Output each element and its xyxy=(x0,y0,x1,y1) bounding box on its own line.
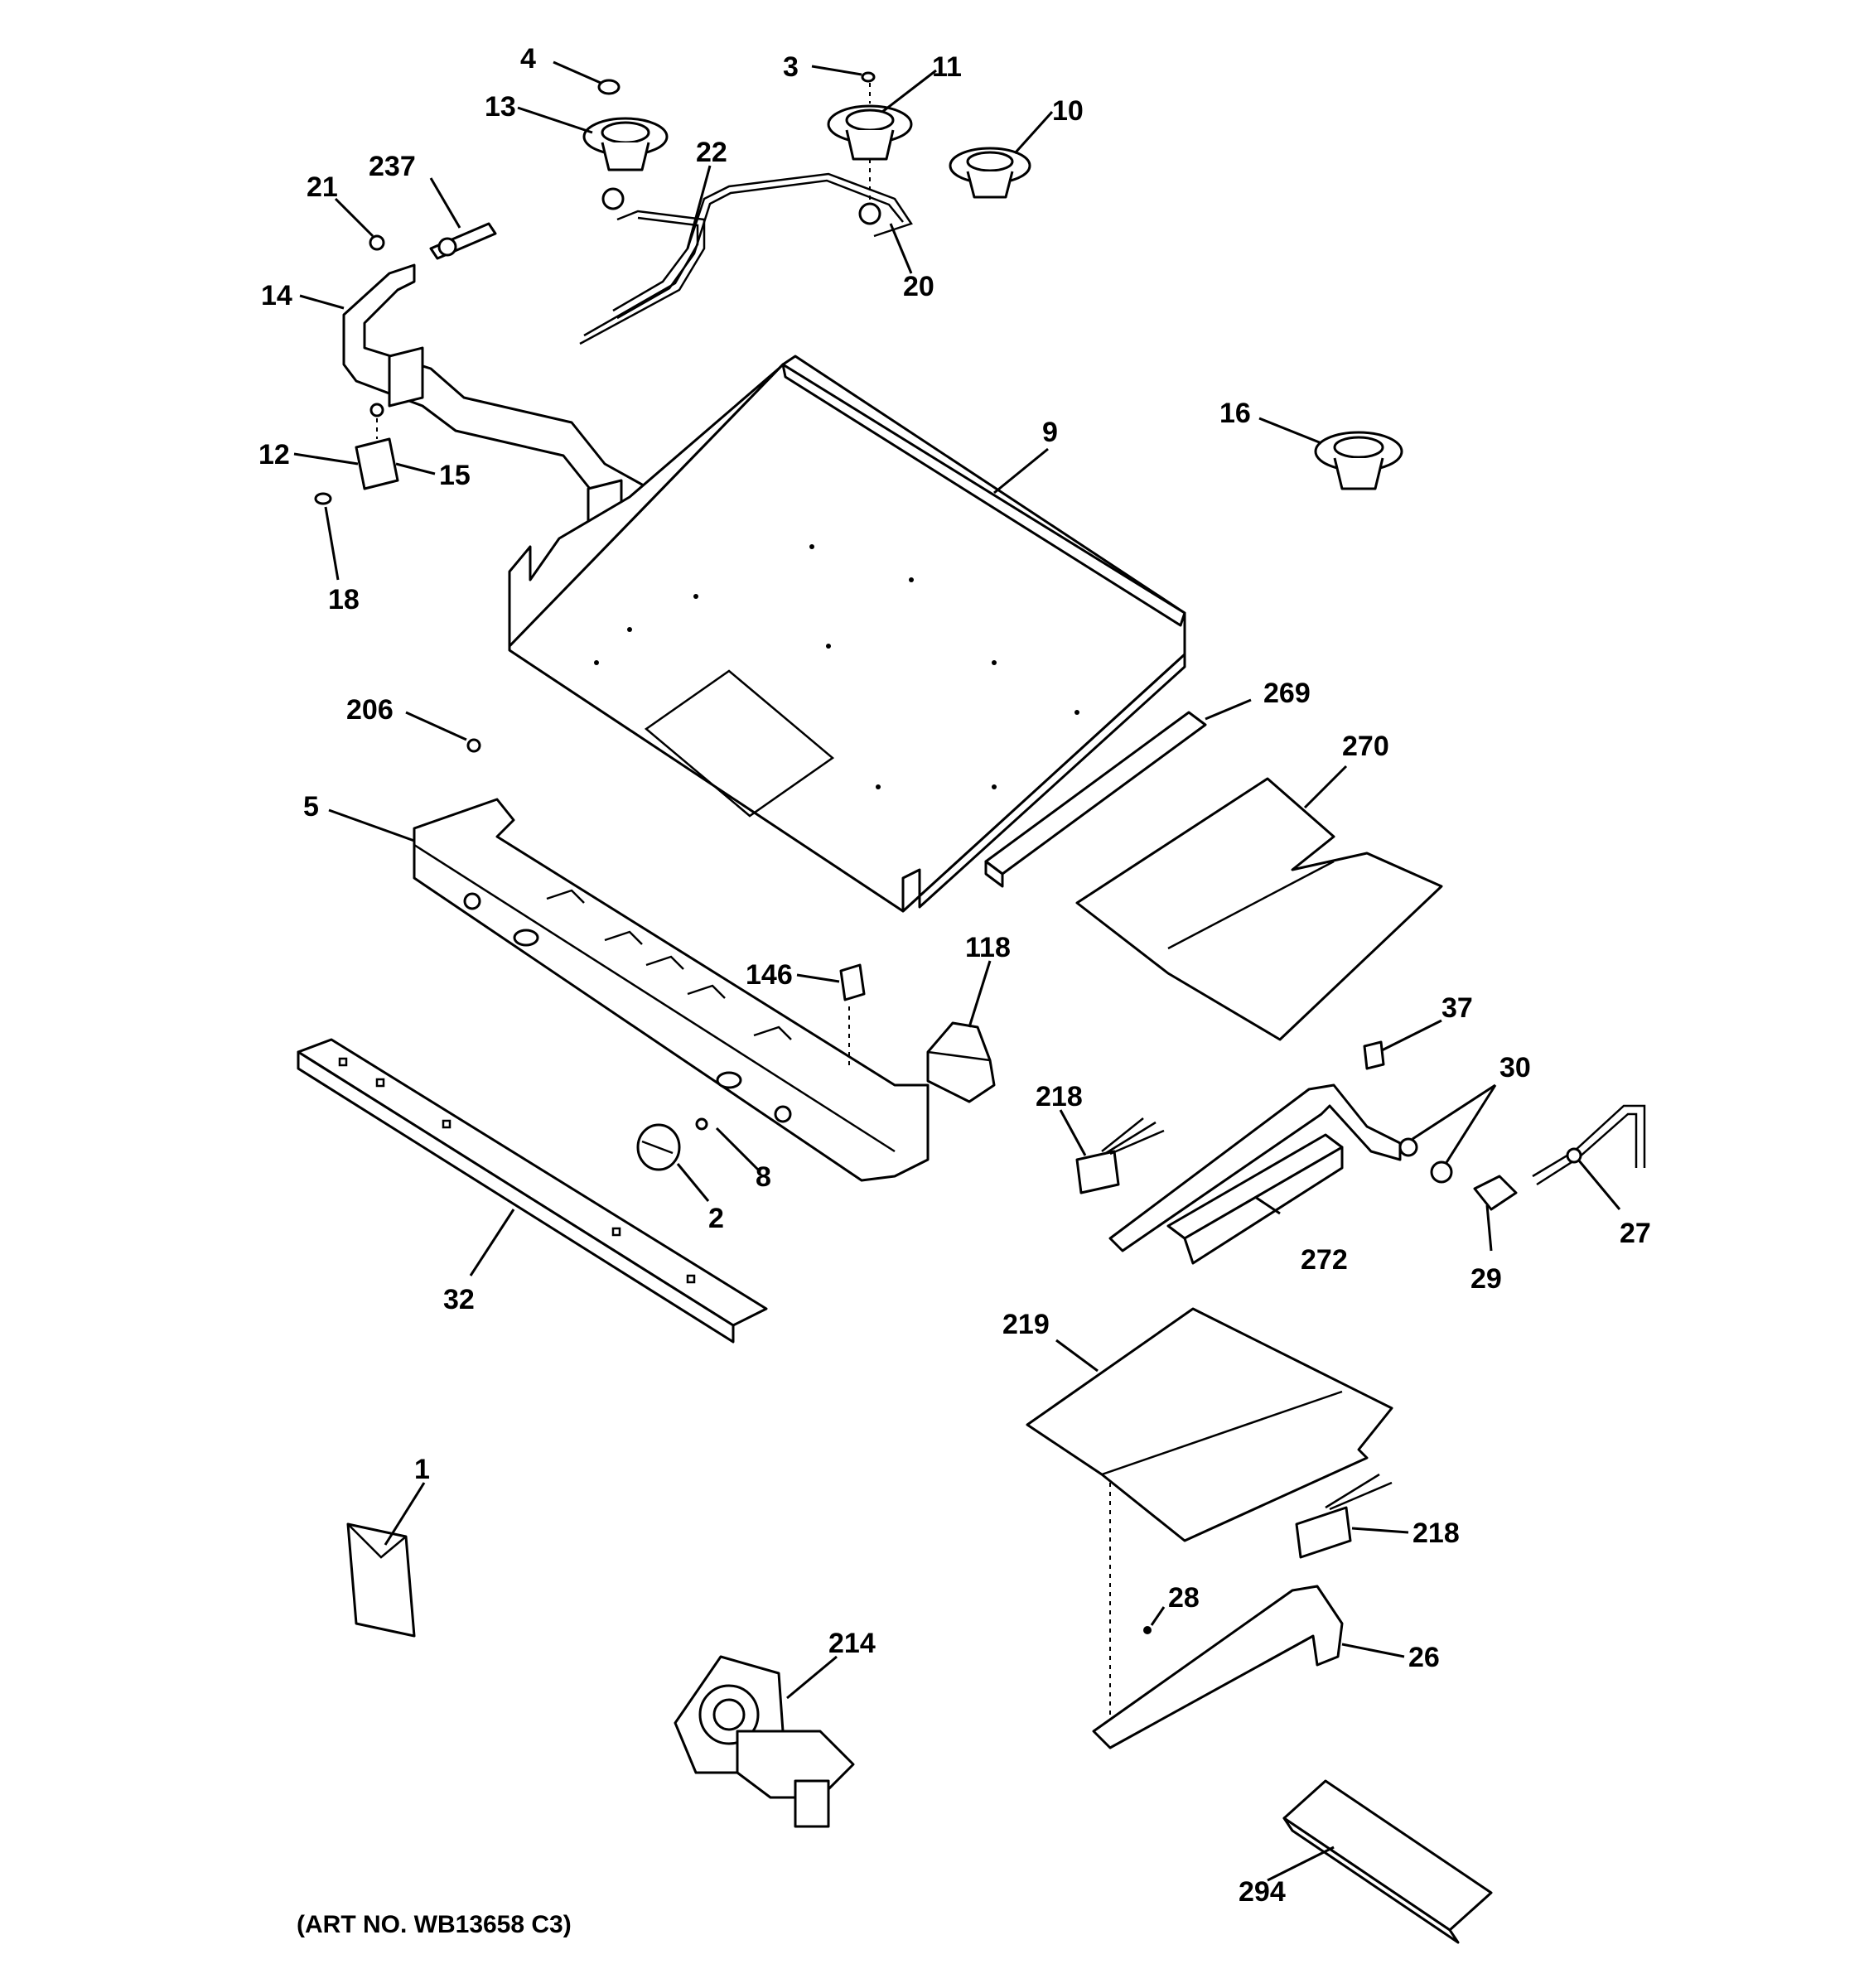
callout-29: 29 xyxy=(1470,1263,1502,1295)
knob-2 xyxy=(636,1123,681,1171)
callout-labels: 4 13 3 11 10 21 237 22 20 14 12 15 18 16… xyxy=(258,43,1651,1938)
callout-12: 12 xyxy=(258,439,290,470)
callout-4: 4 xyxy=(520,43,536,75)
valve-12-15 xyxy=(355,403,399,490)
fitting-237 xyxy=(429,222,497,260)
callout-2: 2 xyxy=(708,1203,724,1234)
shield-219 xyxy=(1026,1307,1393,1542)
screw-206 xyxy=(466,738,481,753)
callout-269: 269 xyxy=(1263,678,1311,709)
burner-box-9 xyxy=(508,355,1186,913)
leader-lines xyxy=(293,60,1621,1882)
callout-18: 18 xyxy=(328,584,360,615)
callout-270: 270 xyxy=(1342,731,1389,762)
oven-valve-214 xyxy=(674,1655,855,1828)
burner-tube-upper xyxy=(1108,1083,1402,1252)
callout-16: 16 xyxy=(1219,398,1251,429)
callout-5: 5 xyxy=(303,791,319,823)
deflector-269 xyxy=(984,711,1207,888)
callout-10: 10 xyxy=(1052,95,1084,127)
bracket-146 xyxy=(839,963,866,1001)
callout-22: 22 xyxy=(696,137,727,168)
callout-21: 21 xyxy=(307,171,338,203)
callout-8: 8 xyxy=(756,1161,771,1193)
callout-13: 13 xyxy=(485,91,516,123)
callout-146: 146 xyxy=(746,959,793,991)
bracket-294 xyxy=(1282,1779,1493,1944)
burner-26 xyxy=(1092,1585,1344,1749)
elbow-29 xyxy=(1473,1175,1518,1211)
heat-shield-270 xyxy=(1075,777,1443,1041)
callout-214: 214 xyxy=(828,1628,876,1659)
callout-20: 20 xyxy=(903,271,934,302)
screw-21 xyxy=(369,234,385,251)
bracket-37 xyxy=(1363,1040,1385,1070)
burner-head-11 xyxy=(827,104,913,161)
clip-8 xyxy=(695,1117,708,1131)
callout-26: 26 xyxy=(1408,1642,1440,1673)
callout-11: 11 xyxy=(932,51,962,83)
gas-tube-20 xyxy=(612,172,913,320)
screw-28 xyxy=(1143,1626,1152,1634)
connector-218-lower xyxy=(1295,1473,1393,1559)
gas-line-27 xyxy=(1532,1104,1646,1186)
callout-14: 14 xyxy=(261,280,292,311)
callout-30: 30 xyxy=(1499,1052,1531,1083)
callout-294: 294 xyxy=(1239,1876,1286,1908)
callout-28: 28 xyxy=(1168,1582,1200,1614)
literature-packet-1 xyxy=(346,1522,416,1638)
art-number-caption: (ART NO. WB13658 C3) xyxy=(297,1911,572,1938)
callout-37: 37 xyxy=(1441,992,1473,1024)
burner-head-13 xyxy=(582,117,669,171)
burner-head-16 xyxy=(1314,431,1403,490)
callout-1: 1 xyxy=(414,1454,430,1485)
trim-strip-32 xyxy=(297,1038,768,1344)
washer-18 xyxy=(314,492,332,505)
burner-head-10 xyxy=(949,147,1031,199)
callout-237: 237 xyxy=(369,151,416,182)
control-panel-5 xyxy=(413,798,930,1182)
baffle-272 xyxy=(1166,1133,1344,1265)
connector-218-upper xyxy=(1075,1117,1165,1194)
callout-32: 32 xyxy=(443,1284,475,1315)
nut-4 xyxy=(597,79,621,95)
callout-219: 219 xyxy=(1002,1309,1050,1340)
callout-118: 118 xyxy=(965,932,1011,963)
callout-15: 15 xyxy=(439,460,471,491)
screw-3 xyxy=(861,71,876,83)
ignition-module-118 xyxy=(926,1021,996,1103)
callout-27: 27 xyxy=(1620,1218,1651,1249)
callout-206: 206 xyxy=(346,694,394,726)
callout-272: 272 xyxy=(1301,1244,1348,1276)
callout-3: 3 xyxy=(783,51,799,83)
callout-9: 9 xyxy=(1042,417,1058,448)
orifice-30 xyxy=(1398,1137,1453,1184)
callout-218a: 218 xyxy=(1036,1081,1083,1112)
callout-218b: 218 xyxy=(1412,1518,1460,1549)
